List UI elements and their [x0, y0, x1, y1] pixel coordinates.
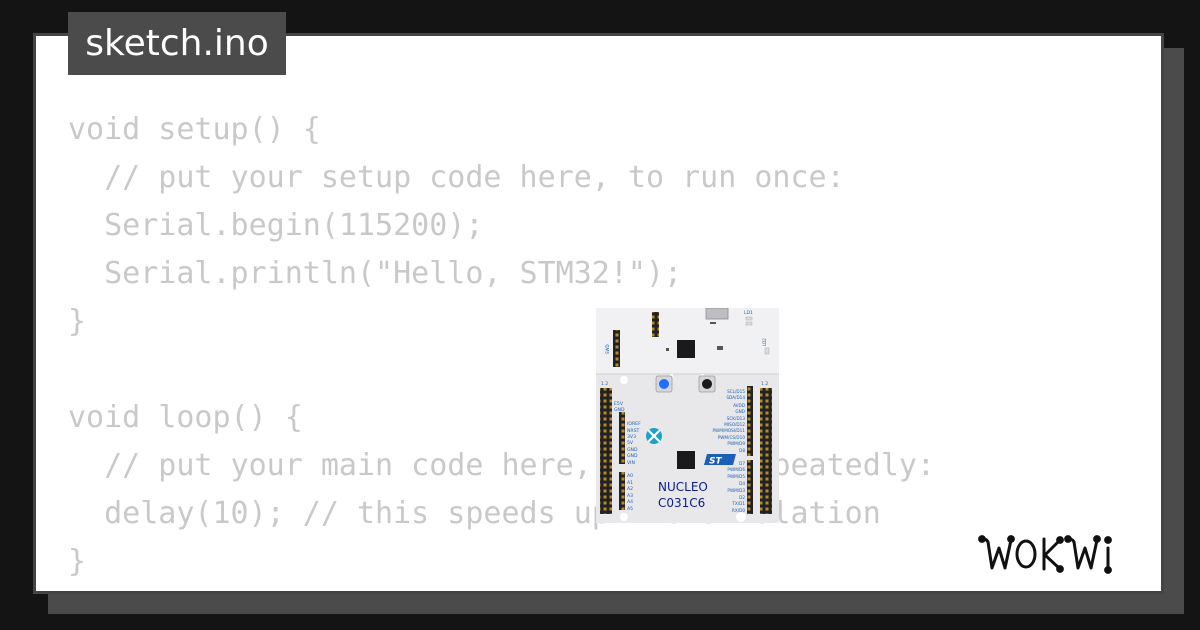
nrst-label: NRST: [627, 428, 640, 434]
gnd-label: GND: [614, 407, 625, 413]
a2-label: A2: [627, 486, 633, 492]
d12-label: MISO/D12: [724, 422, 745, 427]
d5-label: PWM/D5: [727, 474, 745, 479]
code-line: // put your main code here, to run repea…: [68, 448, 935, 483]
d11-label: PWM/MOSI/D11: [713, 428, 746, 433]
code-card: void setup() { // put your setup code he…: [33, 33, 1164, 594]
nucleo-board[interactable]: SWD LD1 LD2 1 2 1 2 E5V GND: [596, 308, 779, 523]
d3-label: PWM/D3: [727, 488, 745, 493]
d14-label: SDA/D14: [726, 395, 745, 400]
code-line: delay(10); // this speeds up the simulat…: [68, 496, 881, 531]
gnd-label: GND: [627, 453, 638, 459]
code-line: }: [68, 544, 87, 579]
5v-label: 5V: [627, 440, 634, 446]
d4-label: D4: [739, 481, 745, 486]
d10-label: PWM/CS/D10: [718, 435, 746, 440]
a5-label: A5: [627, 506, 633, 512]
gnd-label: GND: [735, 409, 745, 414]
code-line: void setup() {: [68, 112, 321, 147]
board-name-line1: NUCLEO: [658, 480, 708, 494]
st-logo-icon: ST: [704, 454, 736, 467]
d15-label: SCL/D15: [727, 389, 745, 394]
d13-label: SCK/D13: [727, 416, 746, 421]
board-name-line2: C031C6: [658, 496, 705, 510]
code-line: Serial.begin(115200);: [68, 208, 484, 243]
d7-label: D7: [739, 461, 745, 466]
ld2-label: LD2: [762, 338, 767, 346]
ioref-label: IOREF: [627, 421, 641, 427]
code-line: Serial.println("Hello, STM32!");: [68, 256, 683, 291]
svg-text:1 2: 1 2: [761, 381, 768, 387]
vin-label: VIN: [627, 460, 635, 466]
swd-label: SWD: [605, 344, 610, 354]
d6-label: PWM/D6: [727, 467, 745, 472]
mcu-chip: [677, 451, 695, 469]
code-line: // put your setup code here, to run once…: [68, 160, 845, 195]
d1-label: TX/D1: [731, 501, 745, 506]
a3-label: A3: [627, 493, 633, 499]
a4-label: A4: [627, 499, 633, 505]
3v3-label: 3V3: [627, 434, 636, 440]
svg-text:ST: ST: [709, 457, 722, 467]
avdd-label: AVDD: [733, 403, 745, 408]
code-line: }: [68, 304, 87, 339]
d0-label: RX/D0: [732, 508, 745, 513]
code-line: [68, 346, 935, 394]
code-line: void loop() {: [68, 400, 303, 435]
svg-text:1 2: 1 2: [601, 381, 608, 387]
code-block: void setup() { // put your setup code he…: [68, 106, 935, 586]
d8-label: D8: [739, 448, 745, 453]
reset-button[interactable]: [702, 379, 712, 389]
a1-label: A1: [627, 480, 633, 486]
user-button[interactable]: [659, 379, 669, 389]
gnd-label: GND: [627, 447, 638, 453]
a0-label: A0: [627, 473, 633, 479]
wokwi-logo[interactable]: [978, 530, 1150, 576]
filename-tab[interactable]: sketch.ino: [68, 12, 286, 75]
e5v-label: E5V: [614, 401, 624, 407]
d9-label: PWM/D9: [727, 441, 745, 446]
ld1-label: LD1: [744, 310, 753, 316]
d2-label: D2: [739, 495, 745, 500]
